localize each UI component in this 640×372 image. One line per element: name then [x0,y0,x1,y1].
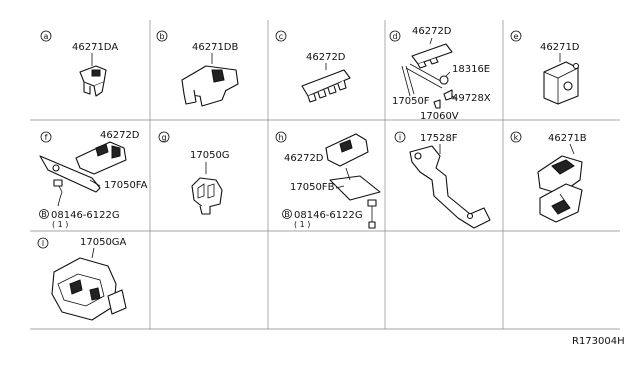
cell-l: l 17050GA [37,237,127,321]
cell-c-letter: c [279,32,283,41]
clip-46272D-d-illustration [401,43,457,109]
part-label-46271DB: 46271DB [192,42,239,53]
part-label-46272D-h: 46272D [284,153,324,164]
cell-e-letter: e [514,32,519,41]
cell-a-letter: a [44,32,49,41]
diagram-code: R173004H [572,336,625,347]
part-label-46271B: 46271B [548,133,587,144]
block-46271D-illustration [543,61,580,105]
part-label-17050F: 17050F [392,96,430,107]
clip-46271DB-illustration [181,65,239,107]
part-label-46272D-c: 46272D [306,52,346,63]
cell-i-letter: i [399,133,401,142]
cell-i: i 17528F [394,131,491,229]
cell-l-letter: l [42,239,44,248]
part-label-46271D: 46271D [540,42,580,53]
cell-f-letter: f [45,133,48,142]
clip-46271DA-illustration [79,65,107,97]
cell-e: e 46271D [510,30,580,105]
part-label-49728X: 49728X [452,93,491,104]
clip-17050GA-illustration [51,257,127,321]
cell-b-letter: b [159,32,164,41]
cell-g-letter: g [161,133,166,142]
part-label-08146-6122G-h: 08146-6122G [294,210,363,221]
part-label-46272D-d: 46272D [412,26,452,37]
cell-f: f 46272D 17050FA B 08146-6122G ( 1 ) [39,130,148,229]
cell-h: h 46272D 17050FB B 08146-6122G ( 1 ) [275,131,381,229]
cell-c: c 46272D [275,30,351,103]
cell-h-letter: h [278,133,283,142]
bolt-prefix-f: B [41,210,47,219]
part-label-08146-6122G-f: 08146-6122G [51,210,120,221]
clip-46272D-c-illustration [301,69,351,103]
part-label-18316E: 18316E [452,64,490,75]
part-label-17060V: 17060V [420,111,459,122]
cell-k: k 46271B [510,131,587,223]
part-label-17528F: 17528F [420,133,458,144]
cell-g: g 17050G [158,131,230,215]
part-label-17050FA: 17050FA [104,180,148,191]
cell-a: a 46271DA [40,30,118,97]
cell-k-letter: k [514,133,519,142]
part-label-17050GA: 17050GA [80,237,127,248]
bracket-17528F-illustration [409,145,491,229]
cell-d: d 46272D 18316E 17050F 49728X 17060V [389,26,491,122]
bolt-prefix-h: B [284,210,290,219]
qty-f: ( 1 ) [52,220,68,229]
clip-46271B-illustration [537,155,583,223]
cell-d-letter: d [392,32,397,41]
part-label-46271DA: 46271DA [72,42,118,53]
part-label-17050FB: 17050FB [290,182,335,193]
bracket-17050FB-illustration [325,133,381,229]
grid [30,20,620,330]
part-label-17050G: 17050G [190,150,230,161]
bracket-17050FA-illustration [39,141,127,207]
cell-b: b 46271DB [156,30,239,107]
clip-17050G-illustration [191,177,223,215]
qty-h: ( 1 ) [294,220,310,229]
part-label-46272D-f: 46272D [100,130,140,141]
